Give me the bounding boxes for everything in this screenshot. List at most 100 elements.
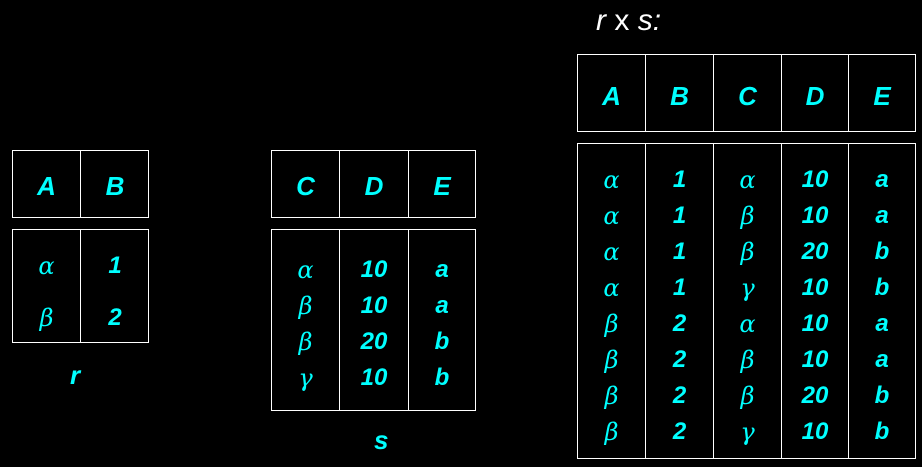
s-body-divider-1 bbox=[339, 230, 340, 410]
s-body: α β β γ 10 10 20 10 a a b b bbox=[271, 229, 476, 411]
product-body-divider-2 bbox=[713, 144, 714, 458]
product-cell-e-6: b bbox=[874, 382, 890, 409]
product-cell-b-7: 2 bbox=[672, 418, 687, 445]
product-cell-c-0: α bbox=[739, 166, 756, 194]
product-header-d: D bbox=[805, 81, 825, 111]
product-cell-d-4: 10 bbox=[801, 310, 829, 337]
s-cell-c-1: β bbox=[298, 292, 313, 320]
s-header-divider-1 bbox=[339, 151, 340, 217]
product-cell-b-6: 2 bbox=[672, 382, 687, 409]
s-cell-e-0: a bbox=[435, 256, 449, 283]
product-cell-e-0: a bbox=[875, 166, 889, 193]
s-cell-e-1: a bbox=[435, 292, 449, 319]
product-header: A B C D E bbox=[577, 54, 916, 132]
product-cell-c-3: γ bbox=[740, 274, 755, 302]
s-cell-c-0: α bbox=[297, 256, 314, 284]
product-cell-b-0: 1 bbox=[672, 166, 687, 193]
product-cell-e-3: b bbox=[874, 274, 890, 301]
product-cell-b-3: 1 bbox=[672, 274, 687, 301]
r-cell-b-0: 1 bbox=[108, 252, 122, 279]
product-col-e: a a b b a a b b bbox=[849, 166, 915, 454]
product-cell-d-1: 10 bbox=[801, 202, 829, 229]
s-cell-c-2: β bbox=[298, 328, 313, 356]
product-cell-c-6: β bbox=[740, 382, 755, 410]
product-cell-e-1: a bbox=[875, 202, 889, 229]
product-title: r x s: bbox=[596, 4, 661, 38]
product-cell-a-7: β bbox=[604, 418, 619, 446]
product-cell-a-5: β bbox=[604, 346, 619, 374]
s-header-e: E bbox=[433, 171, 451, 201]
product-body-divider-3 bbox=[781, 144, 782, 458]
product-header-divider-1 bbox=[645, 55, 646, 131]
r-col-a: α β bbox=[13, 252, 80, 356]
product-cell-b-5: 2 bbox=[672, 346, 687, 373]
product-cell-e-4: a bbox=[875, 310, 889, 337]
s-header-divider-2 bbox=[408, 151, 409, 217]
s-col-e: a a b b bbox=[409, 256, 475, 400]
s-col-c: α β β γ bbox=[272, 256, 339, 400]
product-cell-a-3: α bbox=[603, 274, 620, 302]
product-cell-a-0: α bbox=[603, 166, 620, 194]
s-cell-d-1: 10 bbox=[360, 292, 388, 319]
product-cell-e-5: a bbox=[875, 346, 889, 373]
s-cell-d-2: 20 bbox=[360, 328, 388, 355]
product-body: α α α α β β β β 1 1 1 1 2 2 2 2 α β β γ … bbox=[577, 143, 916, 459]
s-cell-d-0: 10 bbox=[360, 256, 388, 283]
s-cell-e-3: b bbox=[434, 364, 450, 391]
product-cell-e-2: b bbox=[874, 238, 890, 265]
s-header: C D E bbox=[271, 150, 476, 218]
product-header-divider-3 bbox=[781, 55, 782, 131]
product-cell-d-6: 20 bbox=[801, 382, 829, 409]
product-header-a: A bbox=[602, 81, 621, 111]
title-r: r bbox=[596, 4, 606, 37]
s-header-c: C bbox=[296, 171, 315, 201]
product-body-divider-4 bbox=[848, 144, 849, 458]
product-cell-a-2: α bbox=[603, 238, 620, 266]
product-cell-d-7: 10 bbox=[801, 418, 829, 445]
product-cell-c-1: β bbox=[740, 202, 755, 230]
r-caption: r bbox=[70, 360, 81, 390]
product-cell-d-2: 20 bbox=[801, 238, 829, 265]
s-header-d: D bbox=[364, 171, 384, 201]
s-cell-c-3: γ bbox=[298, 364, 313, 392]
product-cell-a-1: α bbox=[603, 202, 620, 230]
product-cell-c-2: β bbox=[740, 238, 755, 266]
product-col-b: 1 1 1 1 2 2 2 2 bbox=[646, 166, 713, 454]
product-cell-b-1: 1 bbox=[672, 202, 687, 229]
product-header-divider-2 bbox=[713, 55, 714, 131]
product-header-c: C bbox=[738, 81, 757, 111]
product-cell-e-7: b bbox=[874, 418, 890, 445]
product-cell-c-5: β bbox=[740, 346, 755, 374]
r-header-divider bbox=[80, 151, 81, 217]
product-cell-c-4: α bbox=[739, 310, 756, 338]
product-col-a: α α α α β β β β bbox=[578, 166, 645, 454]
product-header-e: E bbox=[873, 81, 891, 111]
r-body: α β 1 2 bbox=[12, 229, 149, 343]
product-cell-a-4: β bbox=[604, 310, 619, 338]
r-cell-a-0: α bbox=[38, 252, 55, 280]
r-cell-a-1: β bbox=[39, 304, 54, 332]
product-cell-a-6: β bbox=[604, 382, 619, 410]
title-x: x bbox=[614, 4, 630, 37]
s-cell-e-2: b bbox=[434, 328, 450, 355]
product-header-b: B bbox=[670, 81, 689, 111]
product-cell-b-2: 1 bbox=[672, 238, 687, 265]
product-header-divider-4 bbox=[848, 55, 849, 131]
product-col-c: α β β γ α β β γ bbox=[714, 166, 781, 454]
r-cell-b-1: 2 bbox=[108, 304, 122, 331]
product-cell-d-5: 10 bbox=[801, 346, 829, 373]
product-cell-d-0: 10 bbox=[801, 166, 829, 193]
product-col-d: 10 10 20 10 10 10 20 10 bbox=[782, 166, 848, 454]
s-cell-d-3: 10 bbox=[360, 364, 388, 391]
title-s: s: bbox=[637, 4, 662, 37]
r-header-a: A bbox=[37, 171, 56, 201]
product-body-divider-1 bbox=[645, 144, 646, 458]
product-cell-b-4: 2 bbox=[672, 310, 687, 337]
s-body-divider-2 bbox=[408, 230, 409, 410]
s-col-d: 10 10 20 10 bbox=[340, 256, 408, 400]
r-col-b: 1 2 bbox=[81, 252, 149, 356]
s-caption: s bbox=[374, 425, 389, 455]
r-body-divider bbox=[80, 230, 81, 342]
product-cell-d-3: 10 bbox=[801, 274, 829, 301]
r-header-b: B bbox=[105, 171, 125, 201]
